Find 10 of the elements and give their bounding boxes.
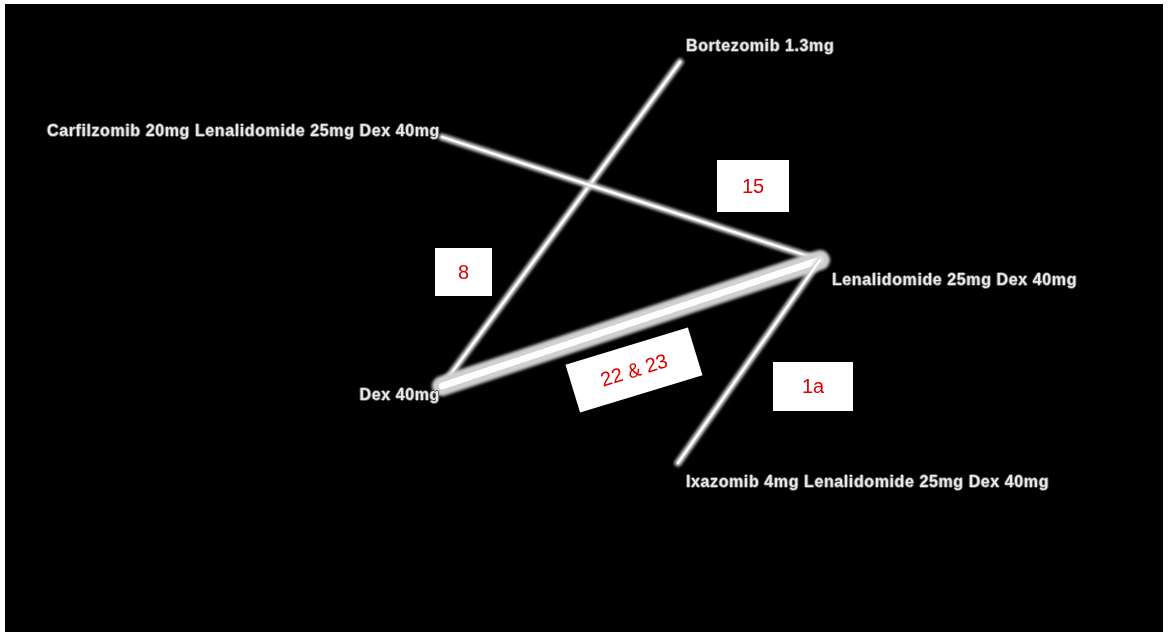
edge-label: 8	[435, 248, 492, 296]
edge-label: 1a	[773, 362, 853, 411]
treatment-label: Ixazomib 4mg Lenalidomide 25mg Dex 40mg	[676, 463, 1076, 494]
treatment-label: Lenalidomide 25mg Dex 40mg	[820, 256, 1095, 292]
treatment-label: Dex 40mg	[359, 386, 440, 404]
treatment-label: Carfilzomib 20mg Lenalidomide 25mg Dex 40mg	[47, 122, 440, 140]
edge-label: 15	[717, 160, 789, 212]
connection-line	[674, 256, 824, 467]
treatment-label: Bortezomib 1.3mg	[678, 37, 848, 62]
connection-line	[432, 250, 830, 396]
